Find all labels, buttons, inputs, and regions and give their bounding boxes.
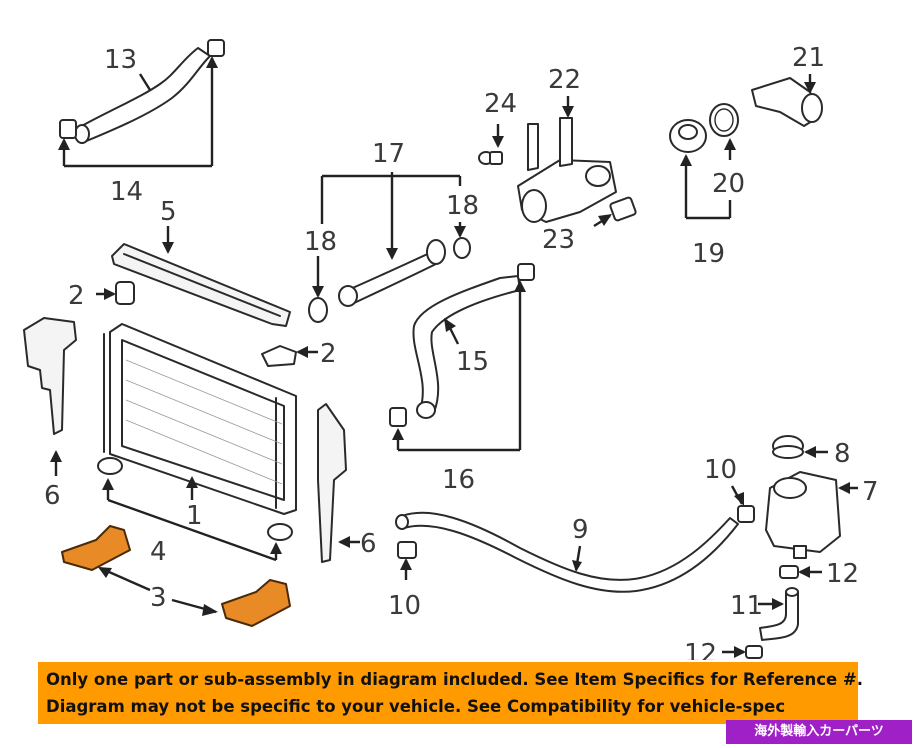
leader-lines-18 [312,174,466,298]
callout-1: 1 [186,501,203,531]
o-ring-right [453,237,471,259]
callout-21: 21 [792,43,825,73]
coolant-surge-tank [765,471,841,559]
upper-radiator-hose [59,39,225,144]
callout-19: 19 [692,239,725,269]
callout-23: 23 [542,225,575,255]
disclaimer-line-1: Only one part or sub-assembly in diagram… [46,670,864,689]
callout-3: 3 [150,583,167,613]
leader-lines-3 [98,566,218,616]
callout-9: 9 [572,515,589,545]
disclaimer-banner: Only one part or sub-assembly in diagram… [38,662,863,724]
callout-7: 7 [862,477,879,507]
callout-15: 15 [456,347,489,377]
callout-5: 5 [160,197,177,227]
lower-radiator-bracket-left [61,525,131,571]
leader-lines-4 [102,478,282,562]
lower-insulators [97,457,293,541]
callout-8: 8 [834,439,851,469]
callout-18-left: 18 [304,227,337,257]
coolant-inlet-pipe [338,239,446,307]
o-ring-left [308,297,328,323]
callout-10-upper: 10 [704,455,737,485]
overflow-hose [395,511,739,593]
tank-hose-clamp-upper [779,565,799,579]
bleeder-screw [478,151,503,165]
callout-14: 14 [110,177,143,207]
callout-11: 11 [730,591,763,621]
air-baffle [111,243,291,327]
callout-12-lower: 12 [684,639,717,660]
callout-20: 20 [712,169,745,199]
radiator [103,323,297,515]
thermostat-seal [709,103,739,137]
callout-6-right: 6 [360,529,377,559]
callout-10-lower: 10 [388,591,421,621]
leader-lines-19 [680,154,732,220]
side-grommet [261,345,297,367]
tank-hose-clamp-lower [745,645,763,659]
callout-2-side: 2 [320,339,337,369]
parts-diagram: 13 14 5 2 2 6 6 [23,39,879,660]
leader-lines-14 [58,56,218,168]
callout-24: 24 [484,89,517,119]
leader-lines-16 [392,280,526,452]
callout-17: 17 [372,139,405,169]
right-side-baffle [317,403,347,563]
callout-13: 13 [104,45,137,75]
callout-18-right: 18 [446,191,479,221]
left-side-baffle [23,317,77,435]
hose-clamp-lower [397,541,417,559]
outlet-gasket [609,196,637,222]
lower-radiator-bracket-right [221,579,291,627]
callout-16: 16 [442,465,475,495]
callout-6-left: 6 [44,481,61,511]
surge-tank-hose [759,587,799,641]
callout-4: 4 [150,537,167,567]
water-outlet-housing [517,117,617,223]
lower-radiator-hose [389,263,535,427]
disclaimer-line-2: Diagram may not be specific to your vehi… [46,697,786,716]
callout-2-upper: 2 [68,281,85,311]
hose-clamp-upper [737,505,755,523]
thermostat-housing [751,77,823,127]
upper-grommet [115,281,135,305]
thermostat [669,119,707,153]
callout-12-upper: 12 [826,559,859,589]
import-parts-badge: 海外製輸入カーパーツ [726,720,912,744]
surge-tank-cap [772,435,804,459]
callout-22: 22 [548,65,581,95]
